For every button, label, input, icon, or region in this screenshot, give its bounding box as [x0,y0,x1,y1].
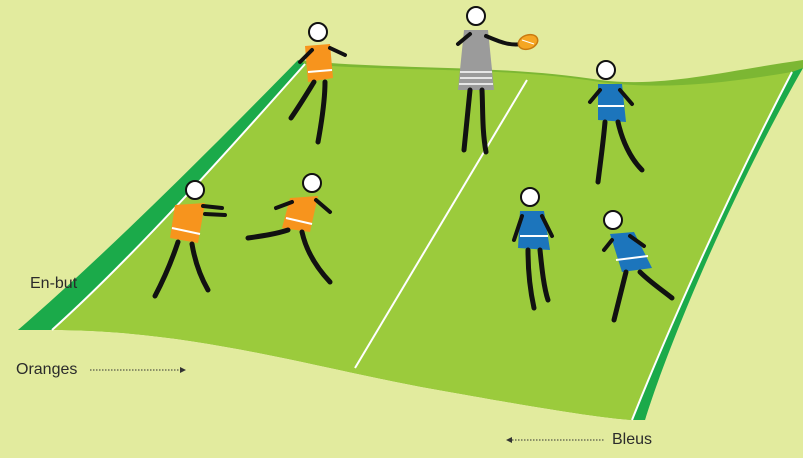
in-goal-label: En-but [30,275,77,293]
bleus-team-label: Bleus [612,431,652,449]
oranges-team-label: Oranges [16,361,77,379]
